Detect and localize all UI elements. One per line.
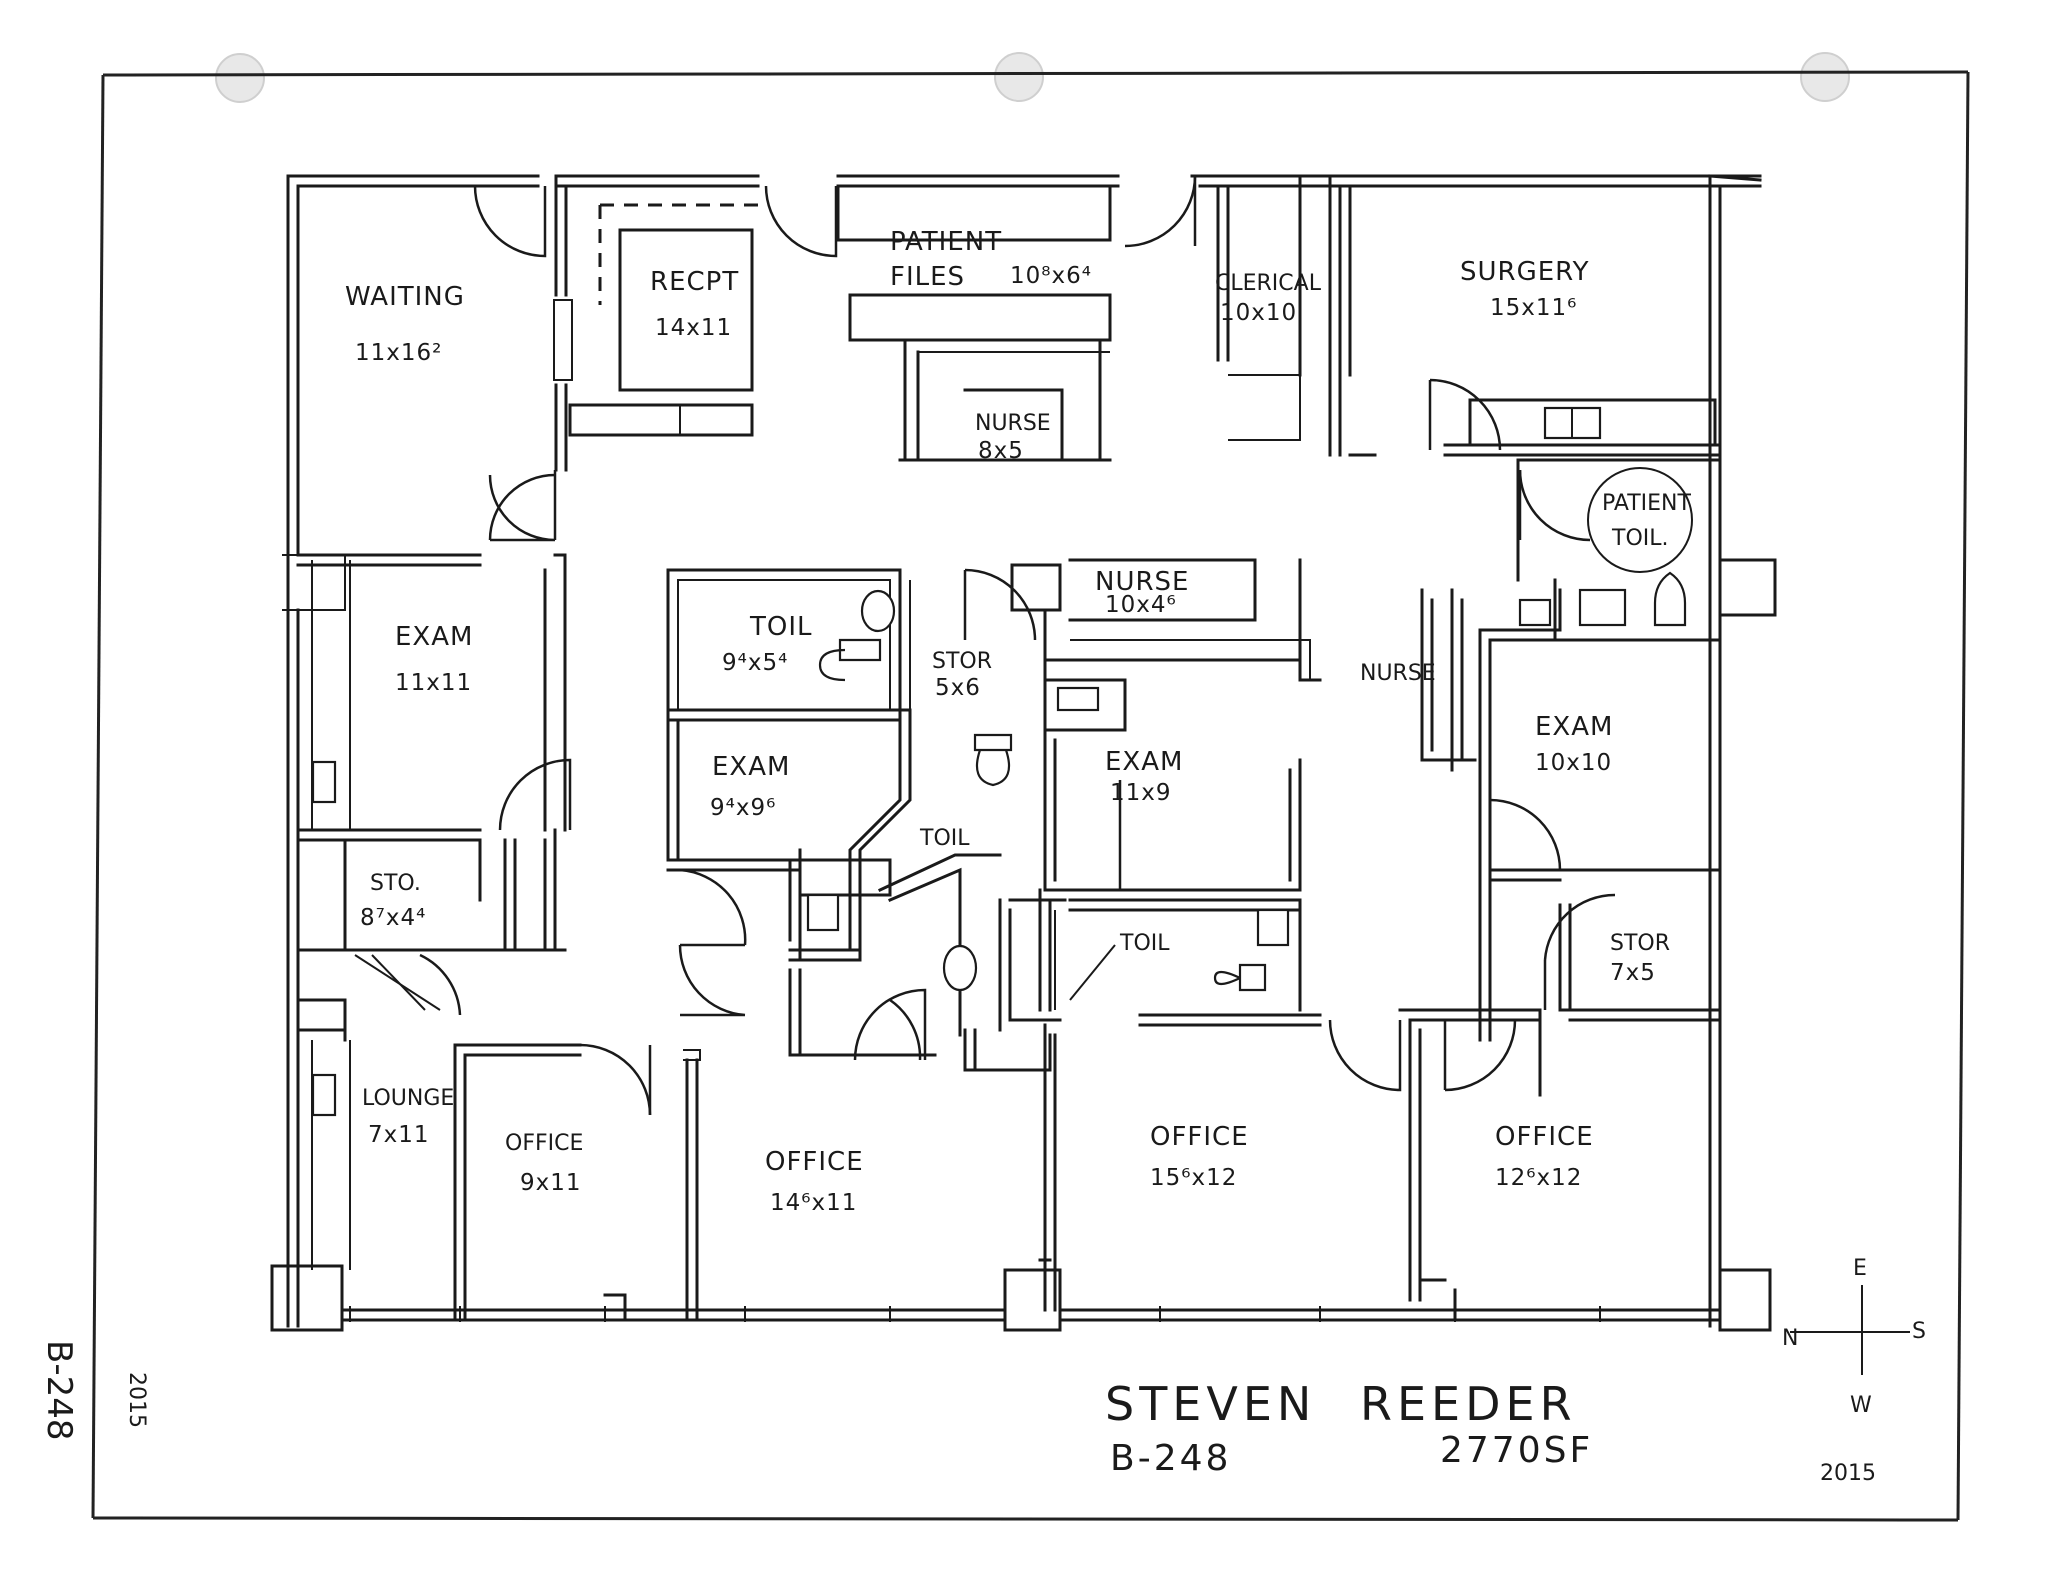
room-dims-office-2: 14⁶x11: [770, 1190, 857, 1216]
room-dims-lounge: 7x11: [368, 1122, 430, 1148]
corner-year: 2015: [1820, 1461, 1876, 1486]
room-dims-stor-1: 5x6: [935, 675, 981, 701]
room-name-office-1: OFFICE: [505, 1131, 583, 1156]
room-name-office-3: OFFICE: [1150, 1122, 1249, 1152]
room-dims-recept: 14x11: [655, 315, 732, 341]
room-name-office-4: OFFICE: [1495, 1122, 1594, 1152]
compass-north: N: [1782, 1326, 1798, 1351]
room-dims-patient-files: 10⁸x6⁴: [1010, 263, 1092, 289]
room-dims-stor-2: 7x5: [1610, 960, 1656, 986]
room-name-office-2: OFFICE: [765, 1147, 864, 1177]
room-dims-nurse-station: 8x5: [978, 438, 1024, 464]
leader-line: [1069, 944, 1116, 1001]
room-name-exam-1: EXAM: [395, 622, 473, 652]
title-first-name: STEVEN: [1105, 1377, 1316, 1431]
room-labels: WAITING 11x16² RECPT 14x11 PATIENT FILES…: [345, 227, 1691, 1216]
room-name-patient-toil: PATIENT: [1602, 491, 1691, 516]
room-dims-sto: 8⁷x4⁴: [360, 905, 426, 931]
interior-walls: [296, 174, 1722, 1322]
plumbing-fixtures: [818, 589, 1267, 992]
room-name-nurse-2: NURSE: [1095, 567, 1189, 597]
room-name-clerical: CLERICAL: [1215, 271, 1322, 296]
title-block: STEVEN REEDER B-248 2770SF: [1105, 1377, 1593, 1479]
margin-year: 2015: [124, 1372, 149, 1428]
room-dims-exam-3: 11x9: [1110, 780, 1172, 806]
binder-hole-right: [1800, 52, 1850, 102]
binder-hole-center: [994, 52, 1044, 102]
room-name-nurse-station: NURSE: [975, 411, 1051, 436]
room-name-sto: STO.: [370, 871, 421, 896]
room-name-lounge: LOUNGE: [362, 1086, 454, 1111]
room-name-recept: RECPT: [650, 267, 739, 297]
room-dims-clerical: 10x10: [1220, 300, 1297, 326]
doors: [419, 175, 1616, 1116]
room-name-toil-2: TOIL: [919, 826, 970, 851]
room-dims-office-4: 12⁶x12: [1495, 1165, 1582, 1191]
compass-west: W: [1850, 1393, 1872, 1418]
room-name-surgery: SURGERY: [1460, 257, 1589, 287]
margin-plan-code: B-248: [39, 1340, 79, 1441]
room-name-exam-2: EXAM: [712, 752, 790, 782]
title-last-name: REEDER: [1360, 1377, 1577, 1431]
room-name-stor-1: STOR: [932, 649, 992, 674]
room-dims-exam-4: 10x10: [1535, 750, 1612, 776]
room-dims-nurse-2: 10x4⁶: [1105, 592, 1177, 618]
sheet-border: [91, 70, 1970, 1522]
compass-east: E: [1853, 1256, 1867, 1281]
room-name2-patient-toil: TOIL.: [1611, 526, 1669, 551]
room-name-nurse-3: NURSE: [1360, 661, 1436, 686]
room-name-toil-3: TOIL: [1119, 931, 1170, 956]
room-name-toil-1: TOIL: [749, 612, 813, 642]
room-name-stor-2: STOR: [1610, 931, 1670, 956]
room-dims-waiting: 11x16²: [355, 340, 442, 366]
room-dims-office-1: 9x11: [520, 1170, 582, 1196]
room-dims-toil-1: 9⁴x5⁴: [722, 650, 788, 676]
room-dims-office-3: 15⁶x12: [1150, 1165, 1237, 1191]
compass-rose: E N S W: [1782, 1256, 1926, 1418]
room-name2-patient-files: FILES: [890, 262, 965, 292]
room-name-waiting: WAITING: [345, 282, 465, 312]
room-name-patient-files: PATIENT: [890, 227, 1002, 257]
room-name-exam-4: EXAM: [1535, 712, 1613, 742]
room-dims-surgery: 15x11⁶: [1490, 295, 1577, 321]
title-plan-code: B-248: [1110, 1438, 1231, 1479]
room-dims-exam-2: 9⁴x9⁶: [710, 795, 776, 821]
compass-south: S: [1912, 1319, 1926, 1344]
room-dims-exam-1: 11x11: [395, 670, 472, 696]
title-area: 2770SF: [1440, 1430, 1593, 1471]
binder-hole-left: [215, 53, 265, 103]
room-name-exam-3: EXAM: [1105, 747, 1183, 777]
